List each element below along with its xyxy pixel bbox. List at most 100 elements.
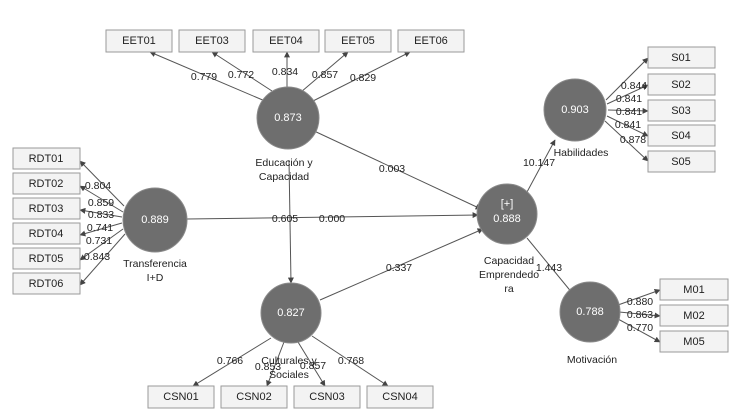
construct-label-line2: Emprendedo: [479, 269, 539, 281]
indicator-label: M01: [683, 284, 704, 296]
construct-culturales[interactable]: 0.827 Culturales y Sociales: [260, 282, 322, 381]
path-label-culturales-capacidad: 0.337: [386, 262, 412, 274]
indicator-label: S01: [671, 52, 691, 64]
indicator-eet01[interactable]: EET01: [105, 29, 173, 53]
path-educacion-to-culturales: [287, 159, 294, 284]
construct-motivacion[interactable]: 0.788 Motivación: [559, 281, 621, 366]
path-label-educacion-capacidad: 0.003: [379, 163, 405, 175]
indicator-s04[interactable]: S04: [647, 124, 716, 147]
edge-rdt01: [79, 160, 125, 207]
indicator-label: RDT05: [29, 253, 64, 265]
indicator-rdt06[interactable]: RDT06: [12, 272, 81, 295]
loading-eet01: 0.779: [191, 71, 217, 83]
edge-eet05: [300, 51, 349, 93]
construct-label-line1: Educación y: [255, 157, 313, 169]
construct-label-line1: Habilidades: [554, 147, 609, 159]
construct-habilidades[interactable]: 0.903 Habilidades: [543, 78, 609, 159]
loading-rdt03: 0.833: [88, 209, 114, 221]
edge-eet06: [312, 51, 411, 102]
indicator-label: M05: [683, 336, 704, 348]
edge-rdt02: [79, 185, 124, 213]
construct-label-line2: Capacidad: [259, 171, 309, 183]
indicator-eet03[interactable]: EET03: [178, 29, 246, 53]
path-educacion-to-capacidad: [311, 129, 482, 210]
construct-label-line1: Transferencia: [123, 258, 187, 270]
edge-csn02: [266, 341, 285, 387]
indicator-label: S05: [671, 156, 691, 168]
edge-rdt04: [79, 222, 123, 237]
construct-label-line3: ra: [504, 283, 513, 295]
indicator-label: S02: [671, 79, 691, 91]
construct-value: 0.788: [576, 306, 604, 318]
loading-m02: 0.863: [627, 309, 653, 321]
construct-value: 0.903: [561, 104, 589, 116]
loading-rdt06: 0.843: [84, 251, 110, 263]
edge-csn01: [192, 337, 272, 387]
indicator-csn03[interactable]: CSN03: [293, 385, 361, 409]
indicator-s01[interactable]: S01: [647, 46, 716, 69]
path-culturales-to-capacidad: [319, 228, 484, 301]
indicator-m01[interactable]: M01: [659, 278, 729, 301]
loading-rdt04: 0.741: [87, 222, 113, 234]
indicator-label: S04: [671, 130, 691, 142]
construct-value: 0.873: [274, 112, 302, 124]
indicator-s05[interactable]: S05: [647, 150, 716, 173]
indicator-label: RDT04: [29, 228, 64, 240]
indicator-eet06[interactable]: EET06: [397, 29, 465, 53]
construct-transferencia[interactable]: 0.889 Transferencia I+D: [122, 187, 188, 284]
edge-s05: [604, 120, 649, 162]
loading-s04: 0.841: [615, 119, 641, 131]
indicator-rdt04[interactable]: RDT04: [12, 222, 81, 245]
indicator-m05[interactable]: M05: [659, 330, 729, 353]
indicator-rdt02[interactable]: RDT02: [12, 172, 81, 195]
edge-s03: [607, 107, 649, 114]
indicator-label: S03: [671, 105, 691, 117]
indicator-csn04[interactable]: CSN04: [366, 385, 434, 409]
indicator-eet04[interactable]: EET04: [252, 29, 320, 53]
edge-s02: [606, 84, 649, 105]
indicator-csn01[interactable]: CSN01: [147, 385, 215, 409]
construct-label-line1: Motivación: [567, 354, 617, 366]
indicator-rdt03[interactable]: RDT03: [12, 197, 81, 220]
edge-csn03: [297, 341, 326, 387]
path-capacidad-to-habilidades: [526, 139, 556, 193]
edge-m05: [617, 318, 661, 343]
construct-value: 0.827: [277, 307, 305, 319]
loading-s03: 0.841: [616, 106, 642, 118]
construct-educacion[interactable]: 0.873 Educación y Capacidad: [255, 86, 320, 183]
indicator-s03[interactable]: S03: [647, 99, 716, 122]
indicator-rdt01[interactable]: RDT01: [12, 147, 81, 170]
indicator-csn02[interactable]: CSN02: [220, 385, 288, 409]
indicator-label: EET03: [195, 35, 229, 47]
path-label-capacidad-motivacion: 1.443: [536, 262, 562, 274]
loading-csn01: 0.766: [217, 355, 243, 367]
indicator-label: EET01: [122, 35, 156, 47]
path-label-capacidad-habilidades: 10.147: [523, 157, 555, 169]
construct-capacidad-emprendedora[interactable]: [+] 0.888 Capacidad Emprendedo ra: [476, 183, 539, 295]
construct-value: 0.888: [493, 213, 521, 225]
indicator-label: EET04: [269, 35, 303, 47]
indicator-eet05[interactable]: EET05: [324, 29, 392, 53]
indicator-m02[interactable]: M02: [659, 304, 729, 327]
construct-prefix: [+]: [501, 198, 514, 210]
indicator-rdt05[interactable]: RDT05: [12, 247, 81, 270]
edge-rdt06: [79, 233, 126, 286]
construct-label-line2: Sociales: [269, 369, 309, 381]
loading-rdt02: 0.859: [88, 197, 114, 209]
indicator-label: CSN01: [163, 391, 198, 403]
edge-m02: [618, 311, 661, 319]
loading-m05: 0.770: [627, 322, 653, 334]
loading-s05: 0.878: [620, 134, 646, 146]
loading-csn04: 0.768: [338, 355, 364, 367]
loading-csn03: 0.857: [300, 360, 326, 372]
path-transferencia-to-capacidad: [186, 212, 479, 220]
path-capacidad-to-motivacion: [526, 237, 574, 295]
edge-s04: [606, 115, 649, 137]
loading-s02: 0.841: [616, 93, 642, 105]
edge-s01: [605, 57, 649, 101]
path-label-educacion-culturales: 0.605: [272, 213, 298, 225]
loading-eet03: 0.772: [228, 69, 254, 81]
indicator-s02[interactable]: S02: [647, 73, 716, 96]
edge-eet03: [211, 51, 273, 92]
